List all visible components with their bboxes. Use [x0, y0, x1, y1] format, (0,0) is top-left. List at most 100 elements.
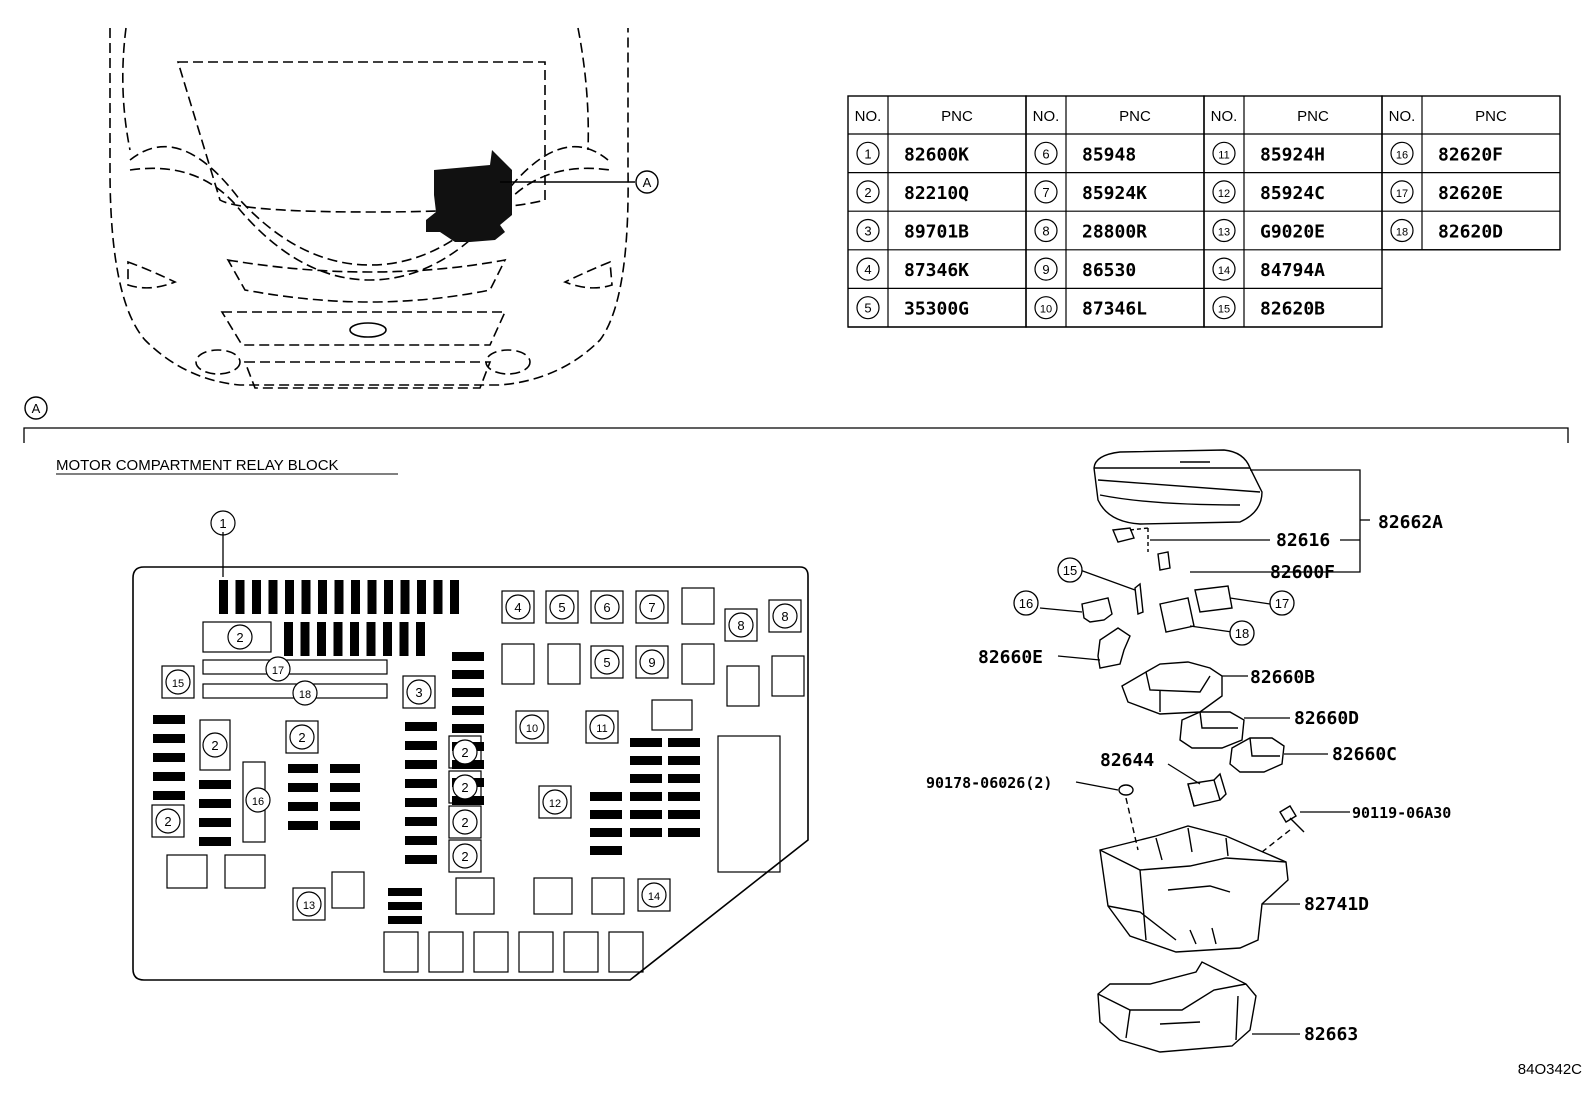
table-no-circle: [1390, 141, 1414, 165]
fuse-bar: [400, 580, 410, 614]
holder-b-part: [1121, 661, 1223, 715]
table-pnc-cell: 89701B: [904, 222, 969, 243]
holder-c-part: [1229, 737, 1285, 773]
callout-circle: [165, 669, 191, 695]
callout-circle: [289, 724, 315, 750]
callout-circle: [505, 594, 531, 620]
table-no-cell: 9: [1042, 262, 1049, 277]
callout-5: 5: [603, 655, 610, 670]
fuse-bar: [366, 622, 376, 656]
table-pnc-cell: 85924K: [1082, 183, 1147, 204]
fuse-bar: [668, 774, 700, 783]
table-pnc-cell: 85924H: [1260, 144, 1325, 165]
callout-16: 16: [252, 796, 264, 808]
fuse-bar: [199, 799, 231, 808]
callout-2: 2: [461, 849, 468, 864]
table-header-pnc: PNC: [1297, 108, 1329, 125]
relay-block-title: MOTOR COMPARTMENT RELAY BLOCK: [56, 457, 339, 474]
table-header-no: NO.: [1211, 108, 1238, 125]
fuse-bar: [452, 670, 484, 679]
fuse-bar: [590, 810, 622, 819]
table-no-circle: [856, 141, 880, 165]
relay-block-location: [426, 150, 512, 242]
fuse-17-part: [1194, 585, 1233, 613]
fuse-bar: [318, 580, 327, 614]
table-no-cell: 14: [1218, 265, 1230, 277]
fuse-bar: [330, 802, 360, 811]
callout-circle: [452, 774, 478, 800]
callout-frame: [161, 665, 195, 699]
fuse-bar: [405, 855, 437, 864]
table-no-circle: [856, 257, 880, 281]
table-no-cell: 7: [1042, 185, 1049, 200]
fuse-bar: [452, 688, 484, 697]
callout-frame: [292, 887, 326, 921]
fuse-bar: [367, 580, 377, 614]
callout-circle: [452, 809, 478, 835]
fuse-bar: [452, 706, 484, 715]
fuse-bar: [330, 764, 360, 773]
relay-slot: [224, 854, 266, 889]
fuse-bar: [668, 828, 700, 837]
fuse-bar: [668, 738, 700, 747]
fuse-bar: [590, 792, 622, 801]
fuse-bar: [405, 722, 437, 731]
fuse-bar: [668, 756, 700, 765]
table-no-circle: [1212, 141, 1236, 165]
table-pnc-cell: 82600K: [904, 144, 969, 165]
relay-slot: [202, 659, 388, 675]
table-no-circle: [1390, 218, 1414, 243]
table-pnc-cell: 86530: [1082, 260, 1136, 281]
table-no-circle: [1034, 218, 1058, 243]
location-callout-label: A: [643, 175, 652, 190]
holder-d-part: [1179, 711, 1245, 749]
relay-slot: [518, 931, 554, 973]
fuse-bar: [333, 622, 343, 656]
fuse-bar: [630, 828, 662, 837]
fuse-bar: [300, 622, 310, 656]
label-82660D: 82660D: [1294, 708, 1359, 729]
table-header-no: NO.: [855, 108, 882, 125]
table-pnc-cell: 82210Q: [904, 183, 969, 204]
emblem: [349, 322, 387, 338]
bolt-part: [1261, 805, 1305, 853]
callout-circle: [155, 808, 181, 834]
callout-circle: [772, 603, 798, 629]
callout-circle: [639, 594, 665, 620]
table-no-cell: 13: [1218, 227, 1230, 239]
fuse-bar: [630, 810, 662, 819]
table-pnc-cell: 82620E: [1438, 183, 1503, 204]
callout-3: 3: [415, 685, 422, 700]
callout-circle: [594, 594, 620, 620]
fuse-bar: [405, 836, 437, 845]
callout-18: 18: [299, 689, 311, 701]
exploded-callout-18: 18: [1235, 626, 1249, 641]
label-82663: 82663: [1304, 1024, 1358, 1045]
relay-part: [1187, 772, 1227, 807]
table-no-circle: [856, 218, 880, 243]
callout-frame: [151, 804, 185, 838]
fuse-bar: [452, 652, 484, 661]
table-pnc-cell: 87346L: [1082, 299, 1147, 320]
exploded-callout-16: 16: [1019, 596, 1033, 611]
label-82741D: 82741D: [1304, 894, 1369, 915]
callout-12: 12: [549, 798, 561, 810]
fuse-16-part: [1081, 597, 1113, 623]
callout-frame: [448, 735, 482, 769]
fuse-bar: [330, 821, 360, 830]
callout-2: 2: [461, 745, 468, 760]
label-82660B: 82660B: [1250, 667, 1315, 688]
callout-7: 7: [648, 600, 655, 615]
table-pnc-cell: 84794A: [1260, 260, 1325, 281]
fuse-bar: [668, 810, 700, 819]
fuse-bar: [153, 734, 185, 743]
fuse-bar: [288, 783, 318, 792]
table-no-cell: 6: [1042, 146, 1049, 161]
callout-circle: [296, 891, 322, 917]
relay-slot: [681, 643, 715, 685]
fuse-bar: [288, 821, 318, 830]
callout-frame: [448, 805, 482, 839]
fuse-bar: [288, 764, 318, 773]
